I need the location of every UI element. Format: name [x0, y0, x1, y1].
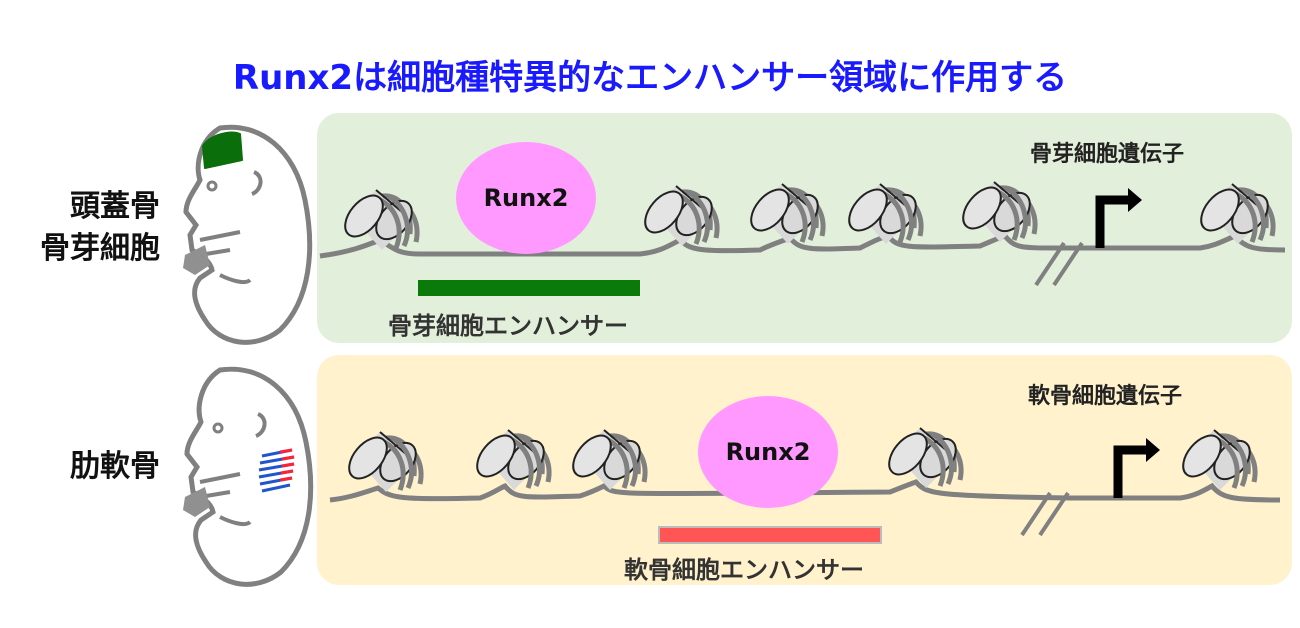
runx2-factor-chondrocyte	[698, 396, 838, 508]
chondrocyte-side-label: 肋軟骨	[10, 446, 160, 488]
osteoblast-gene-label: 骨芽細胞遺伝子	[1030, 142, 1185, 167]
nucleosome-icon	[882, 427, 963, 488]
runx2-factor-osteoblast	[456, 142, 596, 254]
osteoblast-enhancer-bar	[418, 280, 640, 296]
nucleosome-icon	[744, 183, 825, 244]
nucleosome-icon	[1176, 429, 1257, 490]
chondrocyte-gene-label: 軟骨細胞遺伝子	[1028, 384, 1183, 409]
side-label-line: 頭蓋骨	[70, 189, 160, 224]
nucleosome-icon	[638, 185, 719, 246]
osteoblast-dna	[319, 181, 1286, 287]
embryo-chondrocyte-icon	[183, 366, 314, 587]
osteoblast-enhancer-label: 骨芽細胞エンハンサー	[388, 312, 628, 340]
tss-arrow-icon	[1095, 195, 1130, 248]
nucleosome-icon	[470, 429, 551, 490]
chondrocyte-enhancer-label: 軟骨細胞エンハンサー	[624, 556, 864, 584]
figure-title: Runx2は細胞種特異的なエンハンサー領域に作用する	[232, 58, 1068, 98]
chondrocyte-enhancer-bar	[658, 526, 882, 544]
chondrocyte-dna	[329, 427, 1281, 537]
tss-arrow-icon	[1113, 445, 1148, 498]
nucleosome-icon	[566, 429, 647, 490]
runx2-label-osteoblast: Runx2	[483, 184, 569, 212]
nucleosome-icon	[956, 181, 1037, 242]
embryo-osteoblast-icon	[183, 124, 313, 345]
rib-highlight-icon	[258, 448, 295, 493]
side-label-line: 肋軟骨	[70, 449, 160, 484]
nucleosome-icon	[338, 189, 419, 250]
runx2-label-chondrocyte: Runx2	[725, 438, 811, 466]
nucleosome-icon	[1194, 183, 1275, 244]
osteoblast-side-label: 頭蓋骨 骨芽細胞	[10, 186, 160, 270]
nucleosome-icon	[342, 431, 423, 492]
side-label-line: 骨芽細胞	[40, 231, 160, 266]
nucleosome-icon	[842, 183, 923, 244]
